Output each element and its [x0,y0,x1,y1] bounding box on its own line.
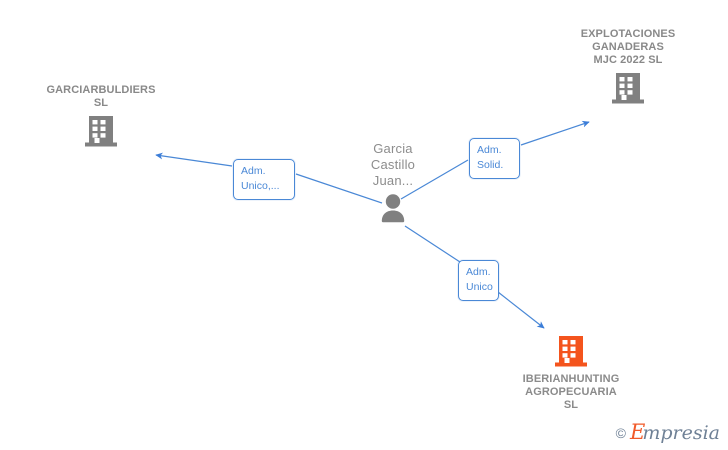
building-icon [612,71,644,107]
copyright-icon: © [615,425,626,441]
edge-explotaciones [400,120,590,200]
company-node-iberianhunting[interactable]: IBERIANHUNTING AGROPECUARIA SL [495,334,647,412]
company-node-explotaciones[interactable]: EXPLOTACIONES GANADERAS MJC 2022 SL [552,28,704,107]
company-node-label: GARCIARBULDIERS SL [46,84,156,109]
company-node-label: EXPLOTACIONES GANADERAS MJC 2022 SL [580,28,676,66]
relation-chip-garciarbuldiers[interactable]: Adm. Unico,... [233,159,295,200]
edge-garciarbuldiers [155,152,383,204]
brand-wordmark: Empresia [630,422,720,444]
building-icon [555,334,587,370]
relation-chip-explotaciones[interactable]: Adm. Solid. [469,138,520,179]
edge-iberianhunting [404,225,545,329]
empresia-watermark: © Empresia [616,422,720,444]
person-icon [378,193,408,227]
company-node-garciarbuldiers[interactable]: GARCIARBULDIERS SL [25,84,177,150]
relation-chip-iberianhunting[interactable]: Adm. Unico [458,260,499,301]
brand-rest: mpresia [642,422,720,444]
person-node-garcia-castillo-juan[interactable]: Garcia Castillo Juan... [343,141,443,227]
person-node-label: Garcia Castillo Juan... [370,141,416,188]
company-node-label: IBERIANHUNTING AGROPECUARIA SL [522,373,620,411]
brand-initial: E [629,420,646,444]
building-icon [85,114,117,150]
